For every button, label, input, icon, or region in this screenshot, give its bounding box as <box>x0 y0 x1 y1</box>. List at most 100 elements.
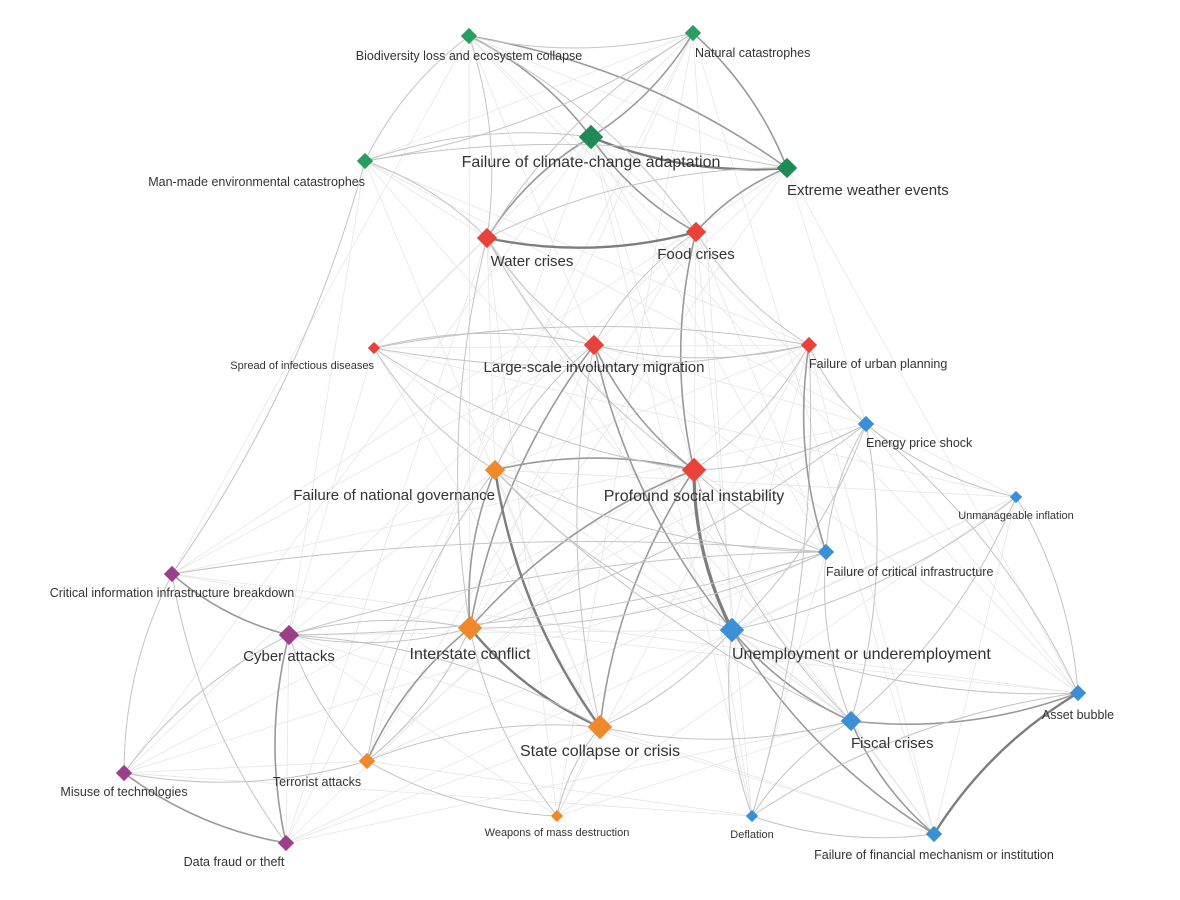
edge-urban-infectious <box>373 325 810 349</box>
background-link <box>865 423 1079 694</box>
node-asset[interactable]: Asset bubble <box>1042 684 1114 722</box>
node-label: Weapons of mass destruction <box>485 827 630 839</box>
edge-unemployment-energy <box>731 423 867 631</box>
node-marker[interactable] <box>550 809 564 823</box>
node-marker[interactable] <box>484 459 506 481</box>
background-link <box>364 160 1017 498</box>
edge-cyber-interstate <box>288 627 471 644</box>
node-fiscal[interactable]: Fiscal crises <box>840 710 934 752</box>
node-marker[interactable] <box>800 336 818 354</box>
edge-social-energy <box>693 423 867 471</box>
node-infrastructure[interactable]: Failure of critical infrastructure <box>817 543 994 579</box>
edge-migration-statecollapse <box>576 344 601 728</box>
node-label: Deflation <box>730 829 773 841</box>
node-marker[interactable] <box>163 565 181 583</box>
node-marker[interactable] <box>719 617 745 643</box>
node-deflation[interactable]: Deflation <box>730 809 774 841</box>
node-label: Profound social instability <box>604 488 785 505</box>
node-marker[interactable] <box>583 334 605 356</box>
background-link <box>285 496 1017 844</box>
background-link <box>590 136 827 553</box>
edge-social-unemployment <box>692 469 734 631</box>
background-link <box>288 469 496 636</box>
node-cyber[interactable]: Cyber attacks <box>243 624 335 665</box>
node-weather[interactable]: Extreme weather events <box>776 157 949 199</box>
background-link <box>850 720 935 835</box>
node-urban[interactable]: Failure of urban planning <box>800 336 947 371</box>
node-marker[interactable] <box>681 457 707 483</box>
edge-food-urban <box>695 231 810 346</box>
node-label: Man-made environmental catastrophes <box>148 175 365 189</box>
background-link <box>123 551 827 774</box>
background-link <box>171 573 1079 694</box>
edge-terrorist-interstate <box>366 627 471 762</box>
edge-governance-statecollapse <box>493 469 601 728</box>
node-label: Biodiversity loss and ecosystem collapse <box>356 49 583 63</box>
background-link <box>593 344 1079 694</box>
background-link <box>285 720 852 844</box>
background-link <box>695 231 827 553</box>
node-marker[interactable] <box>278 624 300 646</box>
node-marker[interactable] <box>925 825 943 843</box>
edge-social-statecollapse <box>599 469 695 728</box>
node-label: Food crises <box>657 246 735 263</box>
node-marker[interactable] <box>857 415 875 433</box>
edge-cii-datafraud <box>171 573 287 844</box>
node-water[interactable]: Water crises <box>476 227 574 270</box>
edge-statecollapse-unemployment <box>599 629 733 728</box>
node-migration[interactable]: Large-scale involuntary migration <box>484 334 705 376</box>
edge-cyber-terrorist <box>288 634 368 762</box>
node-governance[interactable]: Failure of national governance <box>293 459 506 504</box>
edge-cyber-datafraud <box>274 634 290 844</box>
background-link <box>373 347 852 722</box>
edge-interstate-energy <box>469 423 867 629</box>
node-financial[interactable]: Failure of financial mechanism or instit… <box>814 825 1054 862</box>
node-marker[interactable] <box>476 227 498 249</box>
node-cii[interactable]: Critical information infrastructure brea… <box>50 565 295 600</box>
node-marker[interactable] <box>1069 684 1087 702</box>
node-wmd[interactable]: Weapons of mass destruction <box>485 809 630 839</box>
background-link <box>469 423 867 629</box>
background-link <box>171 344 595 575</box>
background-link <box>494 469 852 722</box>
node-energy[interactable]: Energy price shock <box>857 415 973 450</box>
node-marker[interactable] <box>1009 490 1023 504</box>
node-marker[interactable] <box>817 543 835 561</box>
node-manmade[interactable]: Man-made environmental catastrophes <box>148 152 374 189</box>
edge-misuse-terrorist <box>123 760 368 783</box>
edge-governance-interstate <box>468 469 496 629</box>
node-label: Unemployment or underemployment <box>732 646 991 663</box>
node-infectious[interactable]: Spread of infectious diseases <box>230 341 381 372</box>
edge-urban-energy <box>808 344 867 425</box>
node-marker[interactable] <box>776 157 798 179</box>
node-marker[interactable] <box>457 615 483 641</box>
edge-governance-fiscal <box>494 469 852 722</box>
node-statecollapse[interactable]: State collapse or crisis <box>520 714 680 760</box>
edge-asset-deflation <box>751 692 1079 817</box>
node-social[interactable]: Profound social instability <box>604 457 785 505</box>
node-marker[interactable] <box>356 152 374 170</box>
node-label: State collapse or crisis <box>520 743 680 760</box>
node-label: Failure of financial mechanism or instit… <box>814 848 1054 862</box>
node-inflation[interactable]: Unmanageable inflation <box>958 490 1074 522</box>
node-label: Large-scale involuntary migration <box>484 359 705 376</box>
node-marker[interactable] <box>745 809 759 823</box>
node-climate[interactable]: Failure of climate-change adaptation <box>462 124 721 171</box>
background-link <box>494 32 694 471</box>
background-link <box>285 634 290 844</box>
node-marker[interactable] <box>587 714 613 740</box>
node-marker[interactable] <box>367 341 381 355</box>
background-link <box>364 160 810 346</box>
node-label: Spread of infectious diseases <box>230 360 374 372</box>
node-marker[interactable] <box>840 710 862 732</box>
node-interstate[interactable]: Interstate conflict <box>410 615 532 663</box>
edge-weather-natural <box>692 32 788 169</box>
edge-asset-energy <box>865 423 1079 694</box>
node-misuse[interactable]: Misuse of technologies <box>60 764 188 799</box>
edge-natural-water <box>486 32 694 239</box>
edge-food-social <box>679 231 697 471</box>
node-terrorist[interactable]: Terrorist attacks <box>273 752 376 789</box>
node-datafraud[interactable]: Data fraud or theft <box>184 834 295 869</box>
background-link <box>692 32 935 835</box>
node-unemployment[interactable]: Unemployment or underemployment <box>719 617 992 663</box>
